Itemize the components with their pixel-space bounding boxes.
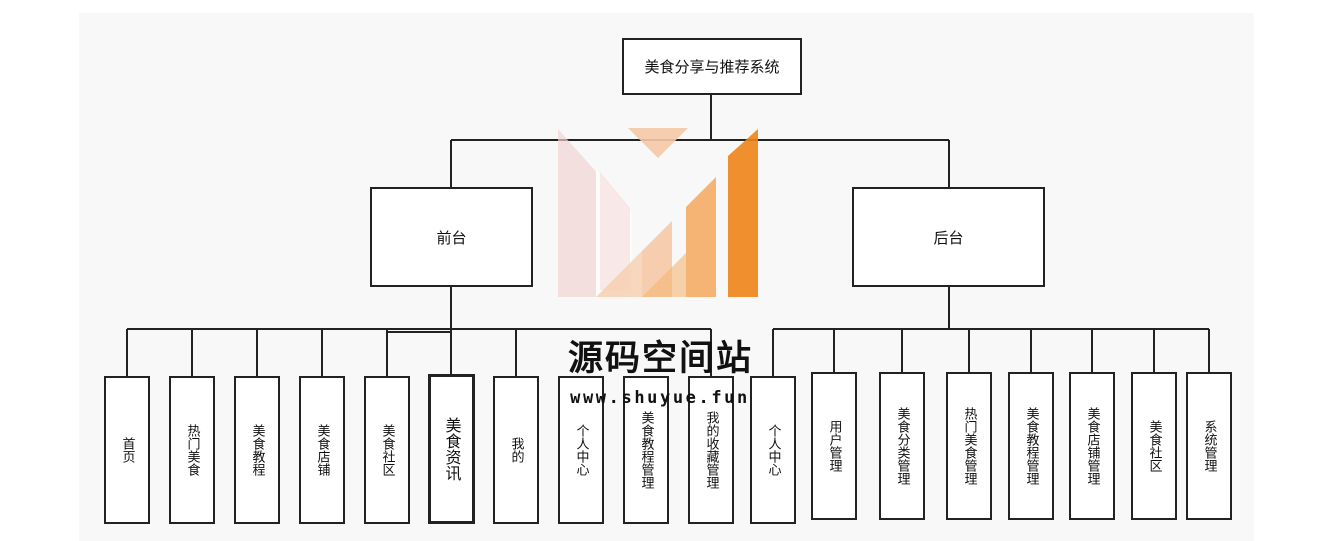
front-node: 前台	[370, 187, 533, 287]
leaf-label: 系统管理	[1201, 420, 1217, 472]
back-node: 后台	[852, 187, 1045, 287]
back-leaf-profile: 个人中心	[750, 376, 796, 524]
front-leaf-home: 首页	[104, 376, 150, 524]
watermark-title: 源码空间站	[567, 339, 753, 379]
front-leaf-shops: 美食店铺	[299, 376, 345, 524]
leaf-label: 美食店铺	[314, 424, 330, 476]
front-label: 前台	[436, 228, 467, 247]
leaf-label: 美食资讯	[442, 417, 462, 481]
back-leaf-tutorial-manage: 美食教程管理	[1008, 372, 1054, 520]
mine-leaf-tutorial-manage: 美食教程管理	[623, 376, 669, 524]
front-leaf-community: 美食社区	[364, 376, 410, 524]
mine-leaf-profile: 个人中心	[558, 376, 604, 524]
leaf-label: 美食分类管理	[894, 407, 910, 485]
back-leaf-system-manage: 系统管理	[1186, 372, 1232, 520]
leaf-label: 美食社区	[379, 424, 395, 476]
front-leaf-mine: 我的	[493, 376, 539, 524]
back-leaf-category-manage: 美食分类管理	[879, 372, 925, 520]
leaf-label: 首页	[119, 437, 135, 463]
leaf-label: 个人中心	[573, 424, 589, 476]
leaf-label: 热门美食管理	[961, 407, 977, 485]
leaf-label: 美食教程	[249, 424, 265, 476]
leaf-label: 我的收藏管理	[703, 411, 719, 489]
watermark-logo-icon	[558, 128, 758, 297]
leaf-label: 美食社区	[1146, 420, 1162, 472]
back-leaf-hot-food-manage: 热门美食管理	[946, 372, 992, 520]
front-leaf-tutorials: 美食教程	[234, 376, 280, 524]
back-leaf-user-manage: 用户管理	[811, 372, 857, 520]
front-leaf-news: 美食资讯	[428, 374, 475, 524]
back-leaf-community: 美食社区	[1131, 372, 1177, 520]
leaf-label: 用户管理	[826, 420, 842, 472]
watermark-url: www.shuyue.fun	[570, 388, 750, 408]
root-node: 美食分享与推荐系统	[622, 38, 802, 95]
leaf-label: 我的	[508, 437, 524, 463]
leaf-label: 热门美食	[184, 424, 200, 476]
leaf-label: 个人中心	[765, 424, 781, 476]
leaf-label: 美食教程管理	[1023, 407, 1039, 485]
leaf-label: 美食店铺管理	[1084, 407, 1100, 485]
mine-leaf-favorites-manage: 我的收藏管理	[688, 376, 734, 524]
front-leaf-hot-food: 热门美食	[169, 376, 215, 524]
back-label: 后台	[933, 228, 964, 247]
leaf-label: 美食教程管理	[638, 411, 654, 489]
back-leaf-shop-manage: 美食店铺管理	[1069, 372, 1115, 520]
root-label: 美食分享与推荐系统	[644, 58, 780, 76]
